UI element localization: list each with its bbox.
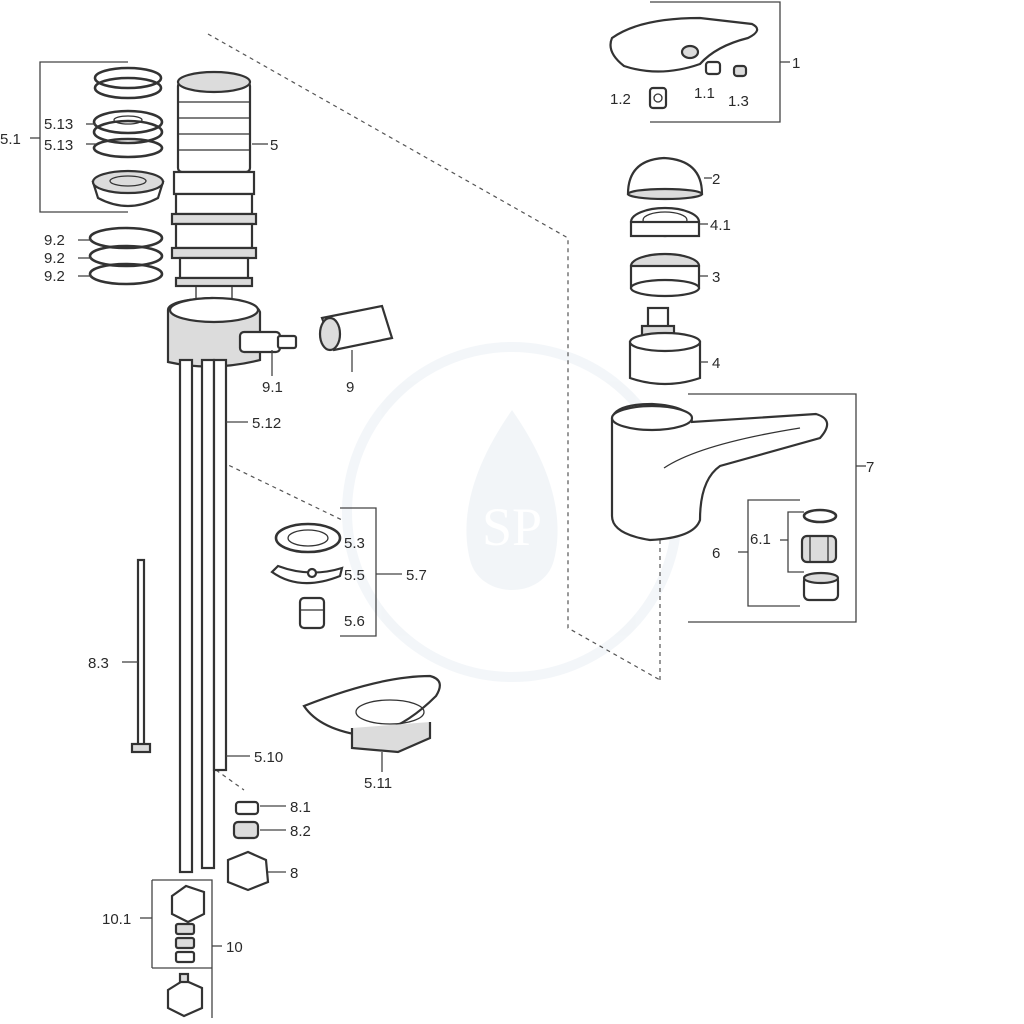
label-9-1: 9.1 [262,379,283,396]
part-5-1-cup [91,169,165,208]
label-8-3: 8.3 [88,655,109,672]
part-5-6-pin [298,596,326,630]
label-10-1: 10.1 [102,911,131,928]
label-5-7: 5.7 [406,567,427,584]
part-5-13-ring-upper [92,109,164,145]
part-10-1-nut [170,884,206,964]
label-9-2-b: 9.2 [44,250,65,267]
part-1-3-cap [732,64,748,78]
label-2: 2 [712,171,720,188]
label-5-11: 5.11 [364,775,392,792]
label-5-1: 5.1 [0,131,21,148]
part-10-connector [166,972,204,1018]
label-6-1: 6.1 [750,531,771,548]
part-6-1-aerator-washer [802,508,838,524]
part-6-1-aerator-insert [800,534,838,564]
label-1: 1 [792,55,800,72]
label-3: 3 [712,269,720,286]
label-6: 6 [712,545,720,562]
label-4: 4 [712,355,720,372]
part-8-1-washer [234,800,260,816]
label-10: 10 [226,939,243,956]
label-5-13-lower: 5.13 [44,137,73,154]
part-ring-top [93,66,163,100]
label-1-2: 1.2 [610,91,631,108]
part-1-2-insert [648,86,668,110]
part-labels: 1 1.1 1.2 1.3 2 4.1 3 4 7 6.1 6 5.1 5.13… [0,55,874,956]
part-6-aerator-housing [802,571,840,602]
part-4-1-ring-nut [629,206,701,238]
part-5-10-supply-tubes [178,358,228,874]
leader-lines [30,123,788,919]
label-9: 9 [346,379,354,396]
label-9-2-a: 9.2 [44,232,65,249]
label-8-1: 8.1 [290,799,311,816]
label-1-3: 1.3 [728,93,749,110]
label-5-12: 5.12 [252,415,281,432]
part-1-handle [609,16,759,73]
assembly-guide-lines [207,33,661,791]
part-5-cartridge [170,70,258,300]
bracket-1 [650,1,790,123]
bracket-5-1 [39,61,128,213]
bracket-7 [688,393,866,623]
part-4-cartridge [628,306,702,386]
label-7: 7 [866,459,874,476]
part-8-2-ring [232,820,260,840]
label-5: 5 [270,137,278,154]
bracket-5-7 [340,507,402,637]
part-9-2-orings [88,226,164,286]
part-5-13-ring-lower [92,137,164,159]
label-8: 8 [290,865,298,882]
part-8-nut [226,850,270,892]
watermark-text: SP [482,497,542,557]
part-5-11-base-plate [302,674,441,754]
label-5-5: 5.5 [344,567,365,584]
bracket-6 [738,499,804,607]
part-5-3-gasket [274,522,342,554]
part-5-5-clip [270,564,344,585]
part-8-3-bolt [130,558,152,754]
label-1-1: 1.1 [694,85,715,102]
part-5-base-block [166,296,298,368]
part-9-nut [318,304,394,352]
part-1-1-screw [704,60,722,76]
label-5-6: 5.6 [344,613,365,630]
bracket-10 [151,879,222,1018]
label-5-3: 5.3 [344,535,365,552]
label-8-2: 8.2 [290,823,311,840]
part-2-dome-cap [626,156,704,201]
label-4-1: 4.1 [710,217,731,234]
label-5-13-upper: 5.13 [44,116,73,133]
part-3-threaded-nut [629,252,701,298]
label-5-10: 5.10 [254,749,283,766]
label-9-2-c: 9.2 [44,268,65,285]
part-7-faucet-body [610,402,829,542]
